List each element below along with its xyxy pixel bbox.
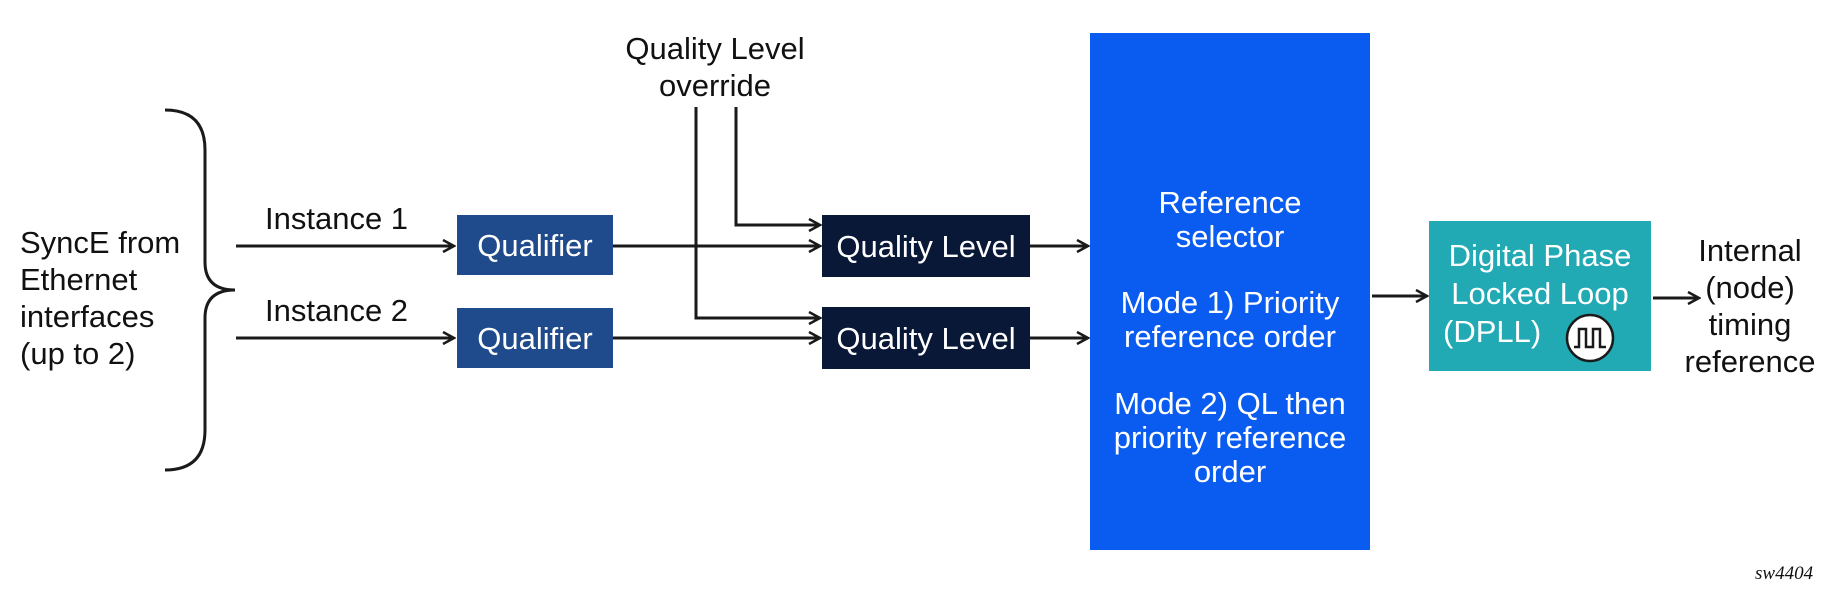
reference-selector-box: Reference selector Mode 1) Priority refe…	[1090, 33, 1370, 550]
selector-title: Reference selector	[1158, 185, 1302, 254]
selector-mode-2: Mode 2) QL then priority reference order	[1113, 386, 1347, 489]
instance-2-label: Instance 2	[265, 293, 409, 328]
quality-level-2-box: Quality Level	[822, 307, 1030, 369]
dpll-line-1: Digital Phase	[1448, 238, 1632, 273]
instance-1-label: Instance 1	[265, 201, 409, 236]
override-arrow-2	[694, 107, 820, 318]
override-arrow-1	[734, 107, 820, 225]
figure-id-caption: sw4404	[1755, 563, 1814, 584]
output-label: Internal (node) timing reference	[1684, 233, 1816, 379]
source-label: SyncE from Ethernet interfaces (up to 2)	[20, 225, 181, 371]
source-brace	[164, 108, 236, 472]
quality-level-1-box: Quality Level	[822, 215, 1030, 277]
selector-mode-1: Mode 1) Priority reference order	[1120, 285, 1340, 354]
override-label: Quality Level override	[625, 31, 805, 103]
dpll-line-3: (DPLL)	[1443, 314, 1542, 349]
dpll-box: Digital Phase Locked Loop (DPLL)	[1429, 221, 1651, 371]
clock-square-wave-icon	[1565, 313, 1615, 363]
qualifier-1-box: Qualifier	[457, 215, 613, 275]
qualifier-2-box: Qualifier	[457, 308, 613, 368]
dpll-line-2: Locked Loop	[1451, 276, 1629, 311]
